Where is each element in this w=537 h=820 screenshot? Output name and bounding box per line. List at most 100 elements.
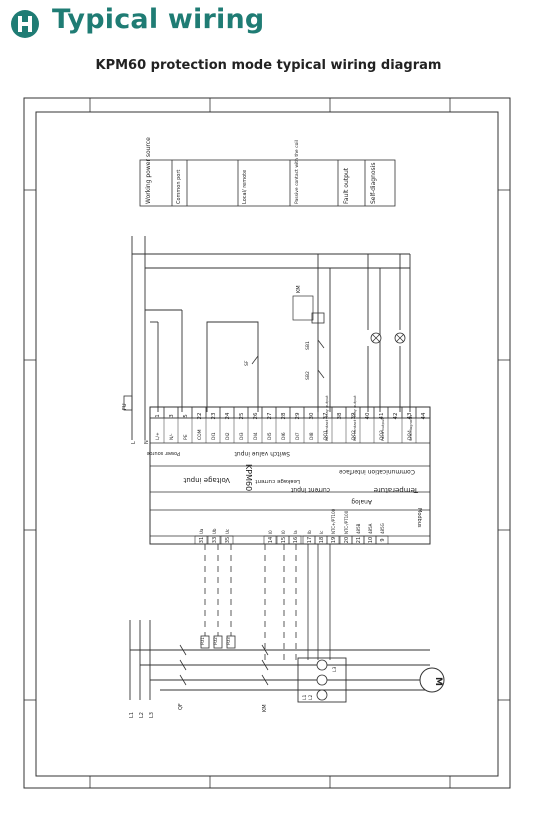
bottom-terminal-label: I0 [268,530,273,534]
section-power-source: Power source [147,450,180,456]
km-label: KM [262,704,268,712]
top-terminal-number: 43 [407,412,413,419]
bottom-terminal-cell [220,535,234,545]
ct-label-l1: L1 [302,694,308,700]
switch-sf-icon [251,355,259,365]
control-wiring [131,236,411,440]
page-title: Typical wiring [52,4,265,35]
top-terminal-number: 3 [169,414,175,418]
fu1-label: FU1 [200,637,205,645]
top-terminal-number: 24 [225,412,231,419]
top-terminal-number: 44 [421,412,427,419]
section-model: KPM60 [244,464,253,491]
bottom-terminal-number: 20 [344,537,350,543]
top-terminal-number: 39 [351,412,357,419]
motor-label: M [433,677,443,686]
fu2-label: FU2 [213,637,218,645]
bottom-terminal-number: 17 [307,537,313,543]
outer-frame [23,97,511,789]
mains-wiring [129,620,430,700]
sb1-label: SB1 [305,341,311,350]
section-comm-interface: Communication interface [339,468,415,475]
inner-frame [35,111,499,777]
ct-box [297,657,347,703]
section-leakage-current: Leakage current [255,478,300,484]
relay-output-label: Self-diagnosis [408,415,413,441]
voltage-fuses [200,635,236,649]
top-terminal-label: N/- [169,433,175,440]
top-terminal-label: DO4 [407,430,413,440]
ct-wiring [307,544,331,660]
bottom-terminal-number: 33 [212,537,218,543]
label-working-power: Working power source [145,137,152,204]
top-terminal-number: 38 [337,412,343,419]
bottom-terminal-number: 9 [380,538,386,541]
bottom-terminal-label: Ic [319,531,324,534]
bottom-terminal-label: Uc [225,529,230,534]
n-rail-label: N [144,440,150,444]
ct-coils [316,659,328,701]
bottom-terminal-cell [194,535,208,545]
top-terminal-number: 5 [183,414,189,418]
bottom-terminal-label: NTC+/PT100 [331,508,336,534]
diag-lamp-icon [394,332,406,344]
relay-output-label: NO contact relay output [324,395,329,441]
bottom-terminal-cell [288,535,302,545]
page-header: Typical wiring [0,0,537,48]
top-terminal-number: 1 [155,414,161,418]
motor-icon [419,667,445,693]
control-fuse [123,395,133,411]
switch-sb2-icon [317,369,325,379]
km-contactor [261,644,269,686]
top-terminal-label: DI4 [253,432,259,440]
top-label-box [139,159,396,207]
top-terminal-number: 29 [295,412,301,419]
top-terminal-label: COM [197,429,203,440]
bottom-terminal-number: 18 [319,537,325,543]
bottom-terminal-label: Ia [293,530,298,534]
label-local-remote: Local/ remote [242,170,248,204]
brand-logo-icon [11,10,39,38]
coil-km [311,312,325,324]
top-terminal-label: DI7 [295,432,301,440]
top-terminal-number: 42 [393,413,399,420]
top-terminal-label: DI1 [211,432,217,440]
bottom-terminal-number: 14 [268,537,274,543]
fu3-label: FU3 [226,637,231,645]
section-temperature: Temperature [374,486,419,494]
ct-label-l3: L3 [332,666,338,672]
bottom-terminal-cell [375,535,389,545]
fault-lamp-icon [370,332,382,344]
top-terminal-number: 40 [365,412,371,419]
top-terminal-number: 26 [253,412,259,419]
top-terminal-label: DO1 [323,430,329,440]
section-voltage-input: Voltage input [183,476,230,484]
section-switch-input: Switch value input [234,450,290,457]
label-self-diagnosis: Self-diagnosis [370,163,377,204]
label-common-port: Common port [176,170,182,204]
bottom-terminal-label: 485G [380,523,385,534]
top-terminal-number: 41 [379,413,385,420]
relay-output-label: NO contact relay output [352,395,357,441]
top-terminal-label: PE [183,434,189,440]
fuse-tag: FU [122,403,128,410]
top-terminal-number: 22 [197,413,203,420]
top-terminal-number: 30 [309,412,315,419]
bottom-terminal-cell [263,535,277,545]
bottom-terminal-number: 16 [293,537,299,543]
bottom-terminal-cell [326,535,340,545]
bottom-terminal-number: 31 [199,537,205,543]
sb2-label: SB2 [305,371,311,380]
modbus-label: Modbus [416,508,422,528]
bottom-terminal-number: 19 [331,537,337,543]
sf-label: SF [244,360,250,366]
coil-km-label: KM [296,285,302,293]
diagram-subtitle: KPM60 protection mode typical wiring dia… [95,58,442,73]
top-terminal-label: DO2 [351,430,357,440]
bottom-terminal-number: 35 [225,537,231,543]
qf-label: QF [178,703,184,710]
bottom-terminal-label: I0 [281,530,286,534]
phase-l2: L2 [139,712,145,718]
top-terminal-number: 28 [281,412,287,419]
